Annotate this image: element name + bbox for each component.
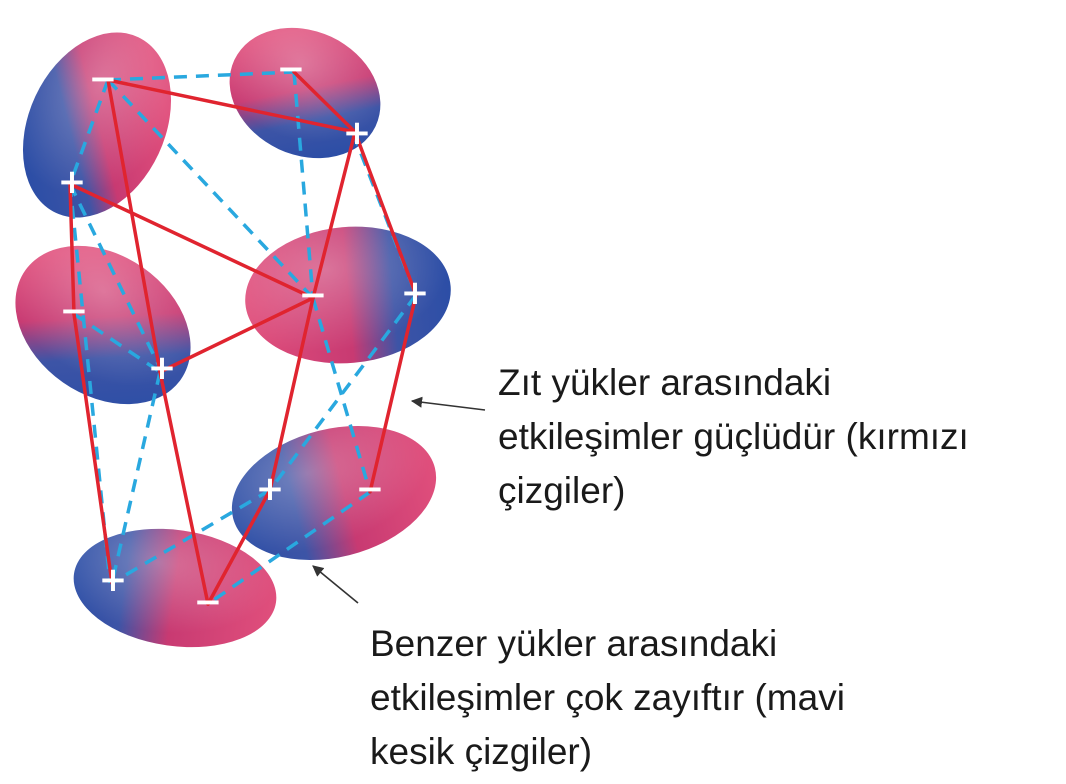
- caption-line: etkileşimler çok zayıftır (mavi: [370, 677, 845, 718]
- weak-caption-arrow: [312, 565, 359, 604]
- strong-interaction-caption: Zıt yükler arasındaki etkileşimler güçlü…: [498, 356, 969, 518]
- strong-caption-arrow: [410, 396, 486, 411]
- pointer-arrows: [312, 396, 486, 604]
- minus-sign: −: [299, 275, 328, 315]
- caption-line: Benzer yükler arasındaki: [370, 623, 778, 664]
- charge-labels: − + − + − + − + + − + −: [58, 49, 430, 622]
- plus-sign: +: [58, 162, 87, 202]
- minus-sign: −: [194, 582, 223, 622]
- plus-sign: +: [99, 560, 128, 600]
- caption-line: Zıt yükler arasındaki: [498, 362, 832, 403]
- minus-sign: −: [60, 291, 89, 331]
- weak-interaction-lines: [68, 70, 418, 606]
- strong-interaction-lines: [68, 70, 418, 606]
- molecule-5: [231, 425, 437, 561]
- weak-interaction-caption: Benzer yükler arasındaki etkileşimler ço…: [370, 617, 845, 779]
- plus-sign: +: [343, 113, 372, 153]
- caption-line: çizgiler): [498, 470, 626, 511]
- caption-line: kesik çizgiler): [370, 731, 593, 772]
- plus-sign: +: [401, 273, 430, 313]
- plus-sign: +: [148, 348, 177, 388]
- molecule-1: [22, 32, 172, 218]
- caption-line: etkileşimler güçlüdür (kırmızı: [498, 416, 969, 457]
- molecule-4: [245, 226, 451, 364]
- plus-sign: +: [256, 469, 285, 509]
- minus-sign: −: [277, 49, 306, 89]
- minus-sign: −: [89, 59, 118, 99]
- molecule-3: [15, 245, 191, 405]
- minus-sign: −: [356, 469, 385, 509]
- molecule-6: [73, 528, 277, 648]
- molecule-2: [229, 27, 381, 159]
